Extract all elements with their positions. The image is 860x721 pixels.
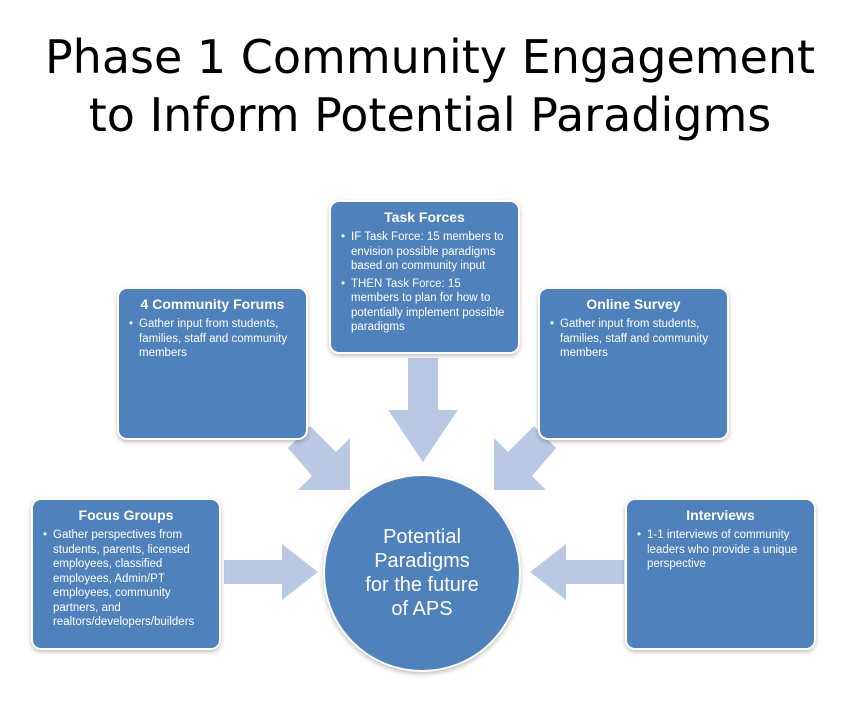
online-survey-box: Online Survey Gather input from students… (538, 287, 729, 440)
title-line-2: to Inform Potential Paradigms (88, 88, 772, 142)
online-survey-item-1: Gather input from students, families, st… (550, 317, 719, 361)
focus-groups-item-1: Gather perspectives from students, paren… (43, 528, 211, 630)
task-forces-item-1: IF Task Force: 15 members to envision po… (341, 230, 510, 274)
center-line-1: Potential (383, 526, 461, 548)
task-forces-title: Task Forces (384, 209, 465, 225)
online-survey-title: Online Survey (586, 296, 681, 312)
arrow-online-survey (494, 426, 556, 490)
task-forces-box: Task Forces IF Task Force: 15 members to… (329, 200, 520, 354)
focus-groups-box: Focus Groups Gather perspectives from st… (31, 498, 221, 650)
arrow-interviews (530, 544, 624, 600)
title-line-1: Phase 1 Community Engagement (44, 30, 816, 84)
interviews-title: Interviews (686, 507, 755, 523)
center-circle: Potential Paradigms for the future of AP… (323, 474, 521, 672)
task-forces-item-2: THEN Task Force: 15 members to plan for … (341, 277, 510, 335)
interviews-item-1: 1-1 interviews of community leaders who … (637, 528, 806, 572)
community-forums-item-1: Gather input from students, families, st… (129, 317, 298, 361)
center-line-2: Paradigms (374, 550, 470, 572)
community-forums-box: 4 Community Forums Gather input from stu… (117, 287, 308, 440)
arrow-community-forums (288, 426, 350, 490)
arrow-task-forces (388, 358, 458, 462)
arrow-focus-groups (224, 544, 318, 600)
community-forums-title: 4 Community Forums (140, 296, 285, 312)
interviews-box: Interviews 1-1 interviews of community l… (625, 498, 816, 650)
center-line-3: for the future (365, 574, 479, 596)
page-title: Phase 1 Community Engagement to Inform P… (0, 28, 860, 144)
focus-groups-title: Focus Groups (78, 507, 174, 523)
center-line-4: of APS (391, 598, 453, 620)
